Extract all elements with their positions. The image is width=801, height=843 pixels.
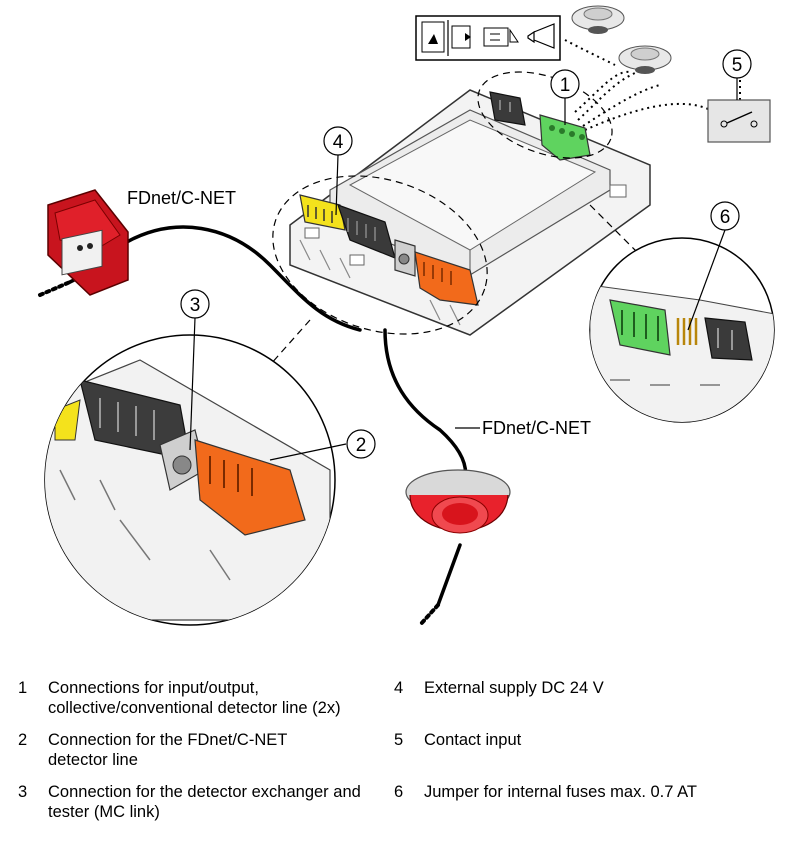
zoom-leader-lines (269, 204, 641, 366)
door-holder-icon (421, 20, 471, 56)
legend-number: 5 (394, 731, 404, 749)
callout-2: 2 (346, 429, 376, 459)
horn-icon (527, 23, 555, 49)
legend-number: 4 (394, 679, 404, 697)
wire-label-upper: FDnet/C-NET (127, 188, 236, 208)
control-icon (483, 27, 519, 47)
contact-switch-icon (707, 99, 771, 143)
svg-text:3: 3 (190, 295, 201, 316)
callout-4: 4 (323, 126, 353, 156)
terminal-dark-io (489, 91, 526, 126)
legend-text: Connection for the detector exchanger an… (48, 783, 361, 821)
zoom-detail-small (589, 237, 775, 423)
wire-label-lower: FDnet/C-NET (482, 418, 591, 438)
callout-leaders (189, 78, 738, 461)
mc-link-socket (394, 239, 416, 277)
callout-3: 3 (180, 289, 210, 319)
device-icon-strip (415, 15, 561, 61)
svg-text:4: 4 (333, 132, 344, 153)
fdnet-cable-right (383, 328, 468, 627)
zoom-detail-large (44, 334, 336, 626)
legend-number: 6 (394, 783, 404, 801)
sounder-beacon-icon (405, 469, 511, 534)
legend-text: Connection for the FDnet/C-NET detector … (48, 731, 288, 769)
svg-text:5: 5 (732, 55, 743, 76)
legend-number: 1 (18, 679, 28, 697)
manual-call-point-icon (47, 189, 129, 296)
jumper-pins (676, 318, 698, 345)
legend-number: 3 (18, 783, 28, 801)
terminal-orange (414, 251, 479, 306)
terminal-yellow (299, 194, 346, 231)
legend-text: Jumper for internal fuses max. 0.7 AT (424, 783, 697, 801)
legend-text: Connections for input/output, collective… (48, 679, 341, 717)
svg-text:6: 6 (720, 207, 731, 228)
callout-6: 6 (710, 201, 740, 231)
smoke-detector-icon (571, 5, 672, 74)
svg-text:2: 2 (356, 435, 367, 456)
connection-diagram: 1 2 3 4 5 6 FDnet/C-NET FDnet/C-NET (38, 5, 775, 627)
svg-text:1: 1 (560, 75, 571, 96)
callout-5: 5 (722, 49, 752, 79)
legend-number: 2 (18, 731, 28, 749)
terminal-green (539, 114, 591, 161)
legend-text: External supply DC 24 V (424, 679, 604, 697)
legend: 1 Connections for input/output, collecti… (0, 672, 801, 842)
legend-text: Contact input (424, 731, 522, 749)
callout-1: 1 (550, 69, 580, 99)
detector-lines-dotted (564, 39, 741, 131)
